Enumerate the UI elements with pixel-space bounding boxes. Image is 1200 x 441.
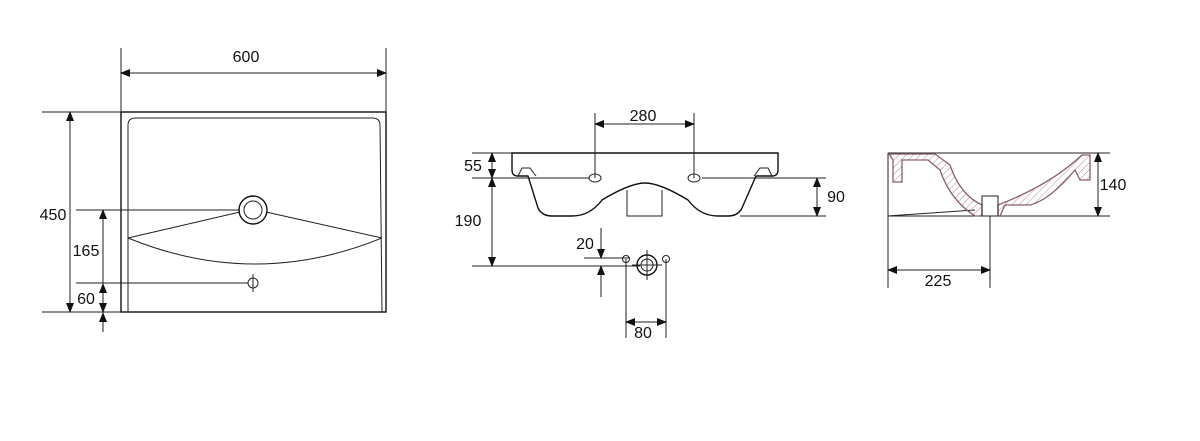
drain-section bbox=[981, 195, 999, 217]
drain-distance-label: 225 bbox=[925, 273, 952, 290]
width-label: 600 bbox=[233, 49, 260, 66]
depth-label: 450 bbox=[40, 207, 67, 224]
drain-inner-icon bbox=[243, 200, 263, 220]
drain-outer-icon bbox=[238, 195, 268, 225]
drain-body bbox=[626, 190, 663, 217]
bowl-depth-label: 90 bbox=[827, 189, 845, 206]
overflow-offset-label: 60 bbox=[77, 291, 95, 308]
basin-outline bbox=[120, 111, 387, 313]
tap-spacing-label: 280 bbox=[630, 108, 657, 125]
section-front bbox=[997, 154, 1091, 217]
basin-rim bbox=[127, 117, 383, 313]
side-view: 140 225 bbox=[887, 152, 1127, 290]
top-view: 600 450 165 60 bbox=[40, 48, 387, 332]
front-view: 280 55 190 90 20 80 bbox=[455, 108, 845, 342]
rim-height-label: 55 bbox=[464, 158, 482, 175]
bowl-edge bbox=[127, 211, 383, 239]
bracket-spacing-label: 80 bbox=[634, 325, 652, 342]
drain-offset-label: 165 bbox=[73, 243, 100, 260]
outlet-offset-label: 20 bbox=[576, 236, 594, 253]
bowl-front-curve bbox=[127, 237, 383, 265]
outlet-height-label: 190 bbox=[455, 213, 482, 230]
section-back bbox=[887, 153, 983, 217]
basin-front-outline bbox=[511, 152, 779, 217]
side-height-label: 140 bbox=[1100, 177, 1127, 194]
